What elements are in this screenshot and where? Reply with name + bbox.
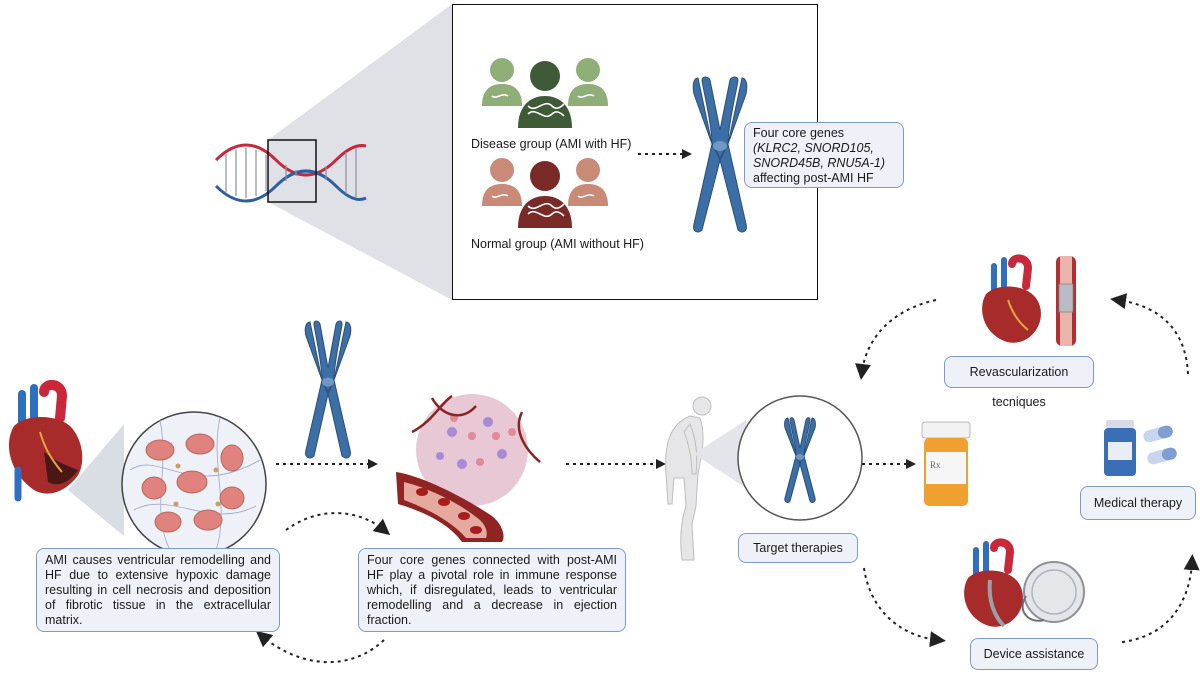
core-genes-line2: (KLRC2, SNORD105,: [753, 141, 874, 155]
core-genes-line4: affecting post-AMI HF: [753, 171, 874, 185]
tissue-zoom-cone: [68, 424, 124, 536]
disease-group-people-icon: [482, 58, 608, 128]
medical-therapy-box: Medical therapy: [1080, 486, 1196, 520]
chromosome-icon: [692, 76, 748, 233]
arrow-target-to-device: [863, 567, 946, 648]
pill-bottle-icon: Rx: [921, 421, 971, 506]
arrow-vessel-to-patient: [566, 459, 666, 469]
dna-zoom-frame: [267, 139, 317, 203]
arrow-tissue-to-vessel: [276, 459, 378, 469]
core-genes-box: Four core genes (KLRC2, SNORD105, SNORD4…: [744, 122, 904, 188]
arrow-to-medication: [862, 459, 916, 469]
normal-group-label: Normal group (AMI without HF): [471, 237, 644, 251]
revascularization-box: Revascularization tecniques: [944, 356, 1094, 409]
core-genes-line3: SNORD45B, RNU5A-1): [753, 156, 885, 170]
normal-group-people-icon: [482, 158, 608, 228]
heart-icon: [8, 380, 83, 502]
ami-description-box: AMI causes ventricular remodelling and H…: [36, 548, 280, 632]
inset-arrow: [638, 149, 692, 159]
chromosome-icon-center: [304, 320, 352, 459]
revascularization-heart-icon: [982, 254, 1041, 343]
medication-pills-icon: [1104, 420, 1177, 476]
immune-vessel-illustration: [396, 394, 541, 542]
arrow-genes-box-to-ami-box: [255, 630, 385, 664]
device-heart-icon: [964, 538, 1023, 628]
disease-group-label: Disease group (AMI with HF): [471, 137, 632, 151]
zoom-cone: [268, 4, 452, 300]
svg-text:Rx: Rx: [930, 460, 941, 470]
core-genes-line1: Four core genes: [753, 126, 845, 140]
device-assistance-box: Device assistance: [970, 638, 1098, 670]
target-therapies-box: Target therapies: [738, 533, 858, 563]
stent-vessel-icon: [1056, 256, 1076, 346]
arrow-tissue-to-genes-box: [285, 512, 391, 536]
arrow-revasc-right: [1110, 293, 1189, 375]
genes-description-box: Four core genes connected with post-AMI …: [358, 548, 626, 632]
pacemaker-device-icon: [1021, 561, 1085, 623]
patient-zoom-cone: [694, 420, 746, 488]
target-chromosome-circle: [737, 395, 863, 521]
arrow-device-to-medical: [1121, 554, 1200, 643]
arrow-revasc-left: [855, 299, 937, 380]
